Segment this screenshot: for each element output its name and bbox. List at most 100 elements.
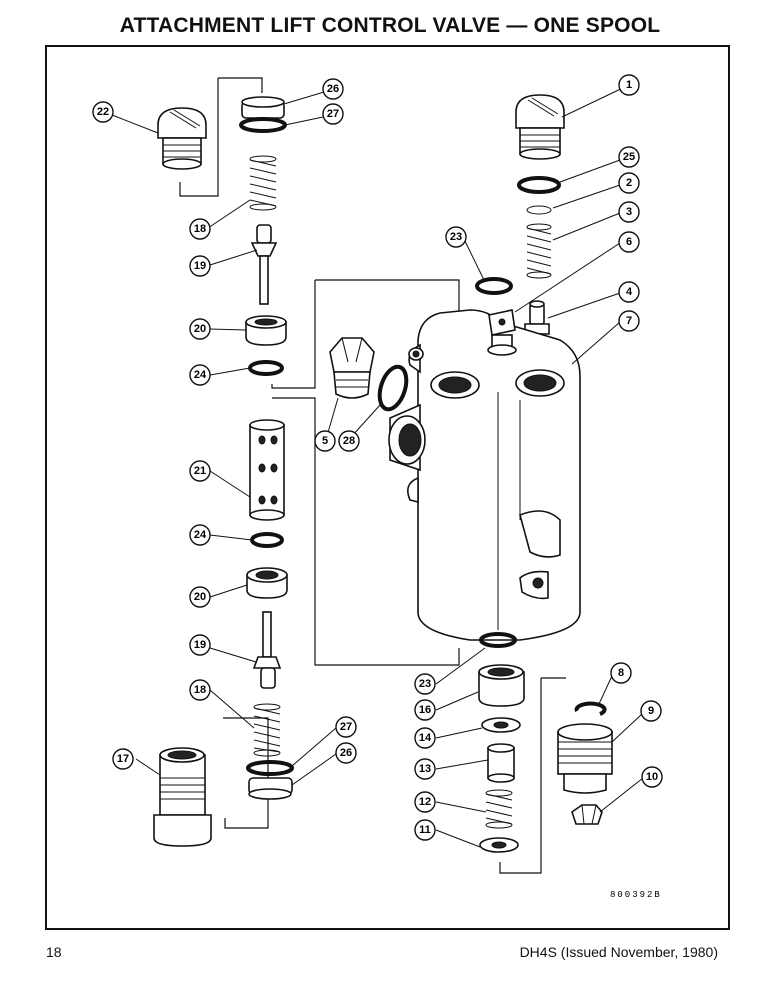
sleeve-13 bbox=[487, 743, 515, 783]
svg-text:5: 5 bbox=[322, 435, 328, 447]
callout-19-top: 19 bbox=[189, 255, 211, 277]
svg-text:20: 20 bbox=[194, 591, 206, 603]
callout-26-top: 26 bbox=[322, 78, 344, 100]
callout-6: 6 bbox=[618, 231, 640, 253]
svg-text:28: 28 bbox=[343, 435, 355, 447]
svg-text:24: 24 bbox=[194, 369, 207, 381]
svg-text:23: 23 bbox=[450, 231, 462, 243]
nut-10 bbox=[571, 804, 603, 825]
svg-text:12: 12 bbox=[419, 796, 431, 808]
seat-cap-26-bottom bbox=[246, 760, 294, 800]
seat-20-bottom bbox=[246, 567, 288, 599]
callout-2: 2 bbox=[618, 172, 640, 194]
callout-21: 21 bbox=[189, 460, 211, 482]
svg-text:26: 26 bbox=[327, 83, 339, 95]
relief-plug-17 bbox=[153, 747, 212, 847]
valve-body-7 bbox=[388, 309, 581, 641]
snap-ring-8 bbox=[574, 701, 607, 716]
o-ring-23-top bbox=[475, 277, 513, 295]
svg-text:7: 7 bbox=[626, 315, 632, 327]
footer-text: DH4S (Issued November, 1980) bbox=[519, 944, 718, 960]
svg-text:22: 22 bbox=[97, 106, 109, 118]
svg-text:17: 17 bbox=[117, 753, 129, 765]
relief-plug-22 bbox=[157, 107, 207, 170]
svg-text:23: 23 bbox=[419, 678, 431, 690]
callout-5: 5 bbox=[314, 430, 336, 452]
svg-text:1: 1 bbox=[626, 79, 632, 91]
spring-18-top bbox=[249, 155, 277, 211]
callout-8: 8 bbox=[610, 662, 632, 684]
callout-19-bottom: 19 bbox=[189, 634, 211, 656]
page-number: 18 bbox=[46, 944, 62, 960]
port-plug-5 bbox=[329, 337, 375, 399]
svg-text:18: 18 bbox=[194, 223, 206, 235]
spool-clevis-6 bbox=[487, 309, 517, 356]
svg-text:19: 19 bbox=[194, 260, 206, 272]
o-ring-28 bbox=[377, 364, 409, 412]
svg-text:10: 10 bbox=[646, 771, 658, 783]
diagram-frame bbox=[45, 45, 730, 930]
callout-24-top: 24 bbox=[189, 364, 211, 386]
callout-4: 4 bbox=[618, 281, 640, 303]
o-ring-24-top bbox=[248, 360, 284, 376]
figure-code: 800392B bbox=[610, 890, 662, 900]
svg-text:8: 8 bbox=[618, 667, 624, 679]
callout-12: 12 bbox=[414, 791, 436, 813]
callout-1: 1 bbox=[618, 74, 640, 96]
leader-lines bbox=[111, 84, 644, 848]
svg-text:11: 11 bbox=[419, 824, 431, 836]
spool-sleeve-21 bbox=[249, 419, 285, 521]
callout-26-bottom: 26 bbox=[335, 742, 357, 764]
svg-text:20: 20 bbox=[194, 323, 206, 335]
page-title: ATTACHMENT LIFT CONTROL VALVE — ONE SPOO… bbox=[119, 14, 661, 37]
callout-22: 22 bbox=[92, 101, 114, 123]
svg-text:27: 27 bbox=[327, 108, 339, 120]
svg-text:4: 4 bbox=[626, 286, 633, 298]
svg-text:19: 19 bbox=[194, 639, 206, 651]
callout-20-top: 20 bbox=[189, 318, 211, 340]
callout-23-top: 23 bbox=[445, 226, 467, 248]
washer-14 bbox=[481, 717, 521, 733]
callout-9: 9 bbox=[640, 700, 662, 722]
spring-12 bbox=[485, 789, 513, 829]
svg-text:21: 21 bbox=[194, 465, 206, 477]
svg-text:18: 18 bbox=[194, 684, 206, 696]
spring-3 bbox=[526, 223, 552, 279]
callout-10: 10 bbox=[641, 766, 663, 788]
callout-7: 7 bbox=[618, 310, 640, 332]
relief-plug-1 bbox=[515, 94, 565, 160]
callout-24-bottom: 24 bbox=[189, 524, 211, 546]
disc-2 bbox=[526, 205, 552, 215]
callout-3: 3 bbox=[618, 201, 640, 223]
spring-18-bottom bbox=[253, 703, 281, 757]
bushing-16 bbox=[478, 664, 525, 707]
callout-25: 25 bbox=[618, 146, 640, 168]
callout-23-bottom: 23 bbox=[414, 673, 436, 695]
o-ring-24-bottom bbox=[250, 532, 284, 548]
callout-27-bottom: 27 bbox=[335, 716, 357, 738]
callout-27-top: 27 bbox=[322, 103, 344, 125]
svg-text:2: 2 bbox=[626, 177, 632, 189]
svg-text:25: 25 bbox=[623, 151, 635, 163]
callout-16: 16 bbox=[414, 699, 436, 721]
svg-text:6: 6 bbox=[626, 236, 632, 248]
o-ring-23-bottom bbox=[479, 632, 517, 648]
callout-18-top: 18 bbox=[189, 218, 211, 240]
svg-text:13: 13 bbox=[419, 763, 431, 775]
assembly-brackets bbox=[179, 77, 566, 874]
callout-14: 14 bbox=[414, 727, 436, 749]
seat-20-top bbox=[245, 315, 287, 346]
svg-text:27: 27 bbox=[340, 721, 352, 733]
svg-text:26: 26 bbox=[340, 747, 352, 759]
callout-18-bottom: 18 bbox=[189, 679, 211, 701]
washer-11 bbox=[479, 837, 519, 853]
end-cap-9 bbox=[557, 723, 613, 794]
svg-text:14: 14 bbox=[419, 732, 432, 744]
callout-13: 13 bbox=[414, 758, 436, 780]
callout-11: 11 bbox=[414, 819, 436, 841]
seat-cap-26-top bbox=[239, 96, 287, 133]
poppet-19-bottom bbox=[252, 611, 282, 689]
svg-text:3: 3 bbox=[626, 206, 632, 218]
poppet-19-top bbox=[250, 224, 278, 305]
